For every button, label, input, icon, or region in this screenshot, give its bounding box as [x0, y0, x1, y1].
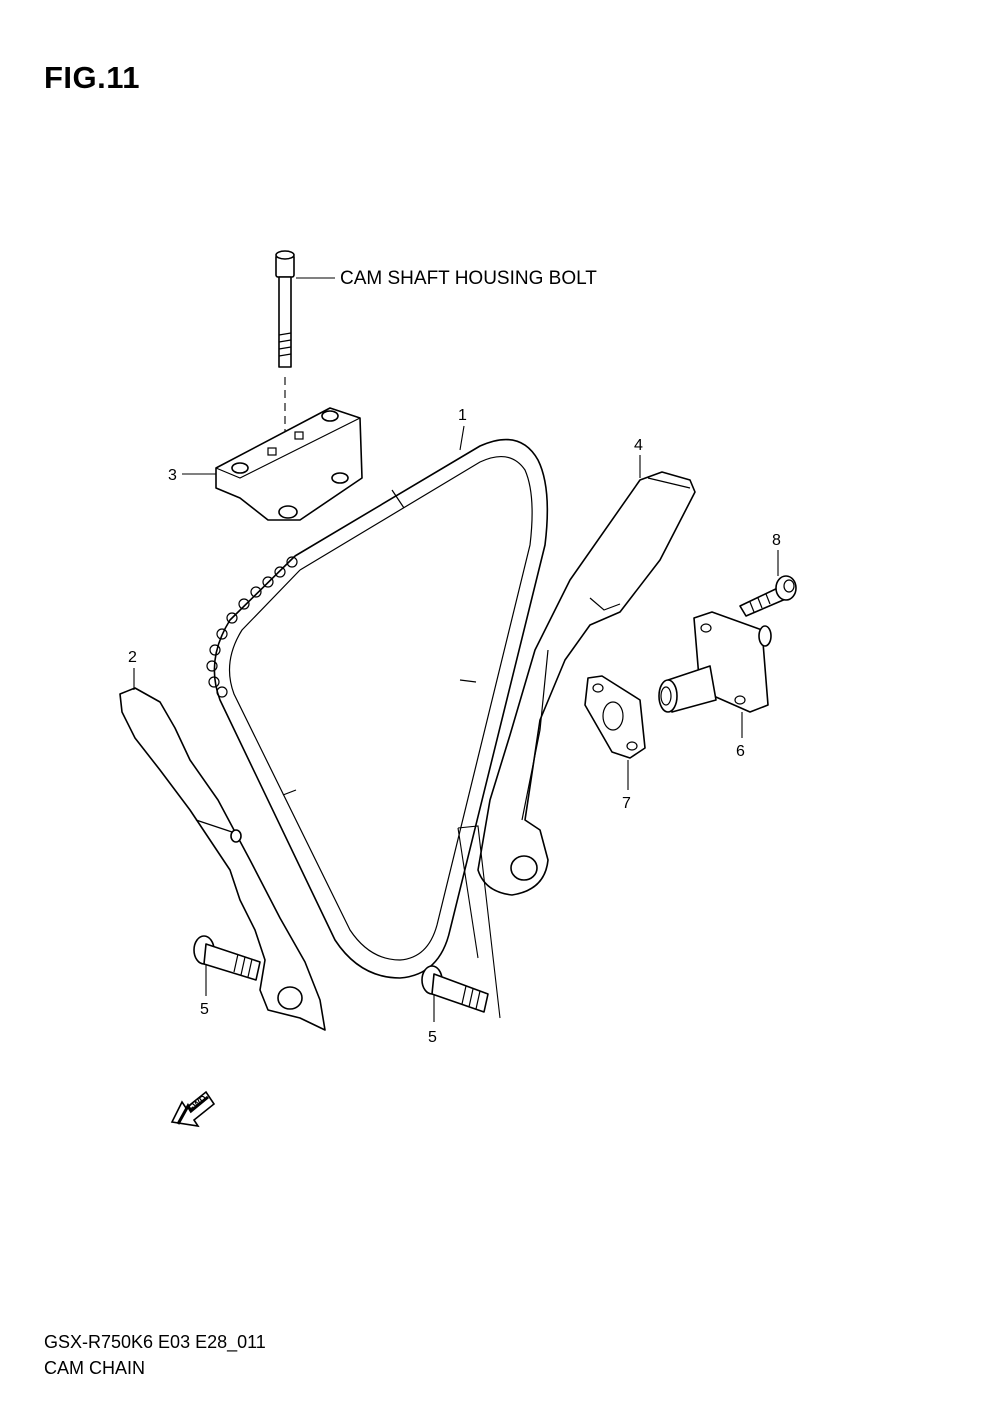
part-2-cam-chain-guide[interactable]: [119, 687, 326, 1031]
part-5-guide-bolt-left[interactable]: [193, 935, 261, 981]
fwd-direction-arrow: FWD: [170, 1090, 216, 1128]
callout-5-right: 5: [428, 1029, 437, 1046]
part-7-tensioner-gasket[interactable]: [584, 675, 646, 759]
diagram-code: GSX-R750K6 E03 E28_011: [44, 1332, 266, 1352]
callout-7: 7: [622, 795, 631, 812]
pivot-guide-line: [457, 825, 501, 1019]
part-5-guide-bolt-right[interactable]: [421, 965, 489, 1013]
diagram-name: CAM CHAIN: [44, 1358, 146, 1378]
part-3-chain-guide-bracket[interactable]: [215, 407, 363, 521]
callout-4: 4: [634, 437, 643, 454]
figure-title: FIG.11: [44, 60, 141, 95]
part-1-cam-chain[interactable]: [206, 438, 549, 979]
part-8-tensioner-bolt[interactable]: [739, 575, 797, 617]
callout-8: 8: [772, 532, 781, 549]
bolt-label: CAM SHAFT HOUSING BOLT: [340, 268, 597, 289]
chain-links: [206, 556, 298, 698]
callout-3: 3: [168, 467, 177, 484]
callout-1: 1: [458, 407, 467, 424]
part-4-chain-tensioner-guide[interactable]: [477, 471, 696, 896]
callout-5-left: 5: [200, 1001, 209, 1018]
callout-2: 2: [128, 649, 137, 666]
part-6-cam-chain-tensioner[interactable]: [658, 611, 772, 713]
callout-6: 6: [736, 743, 745, 760]
